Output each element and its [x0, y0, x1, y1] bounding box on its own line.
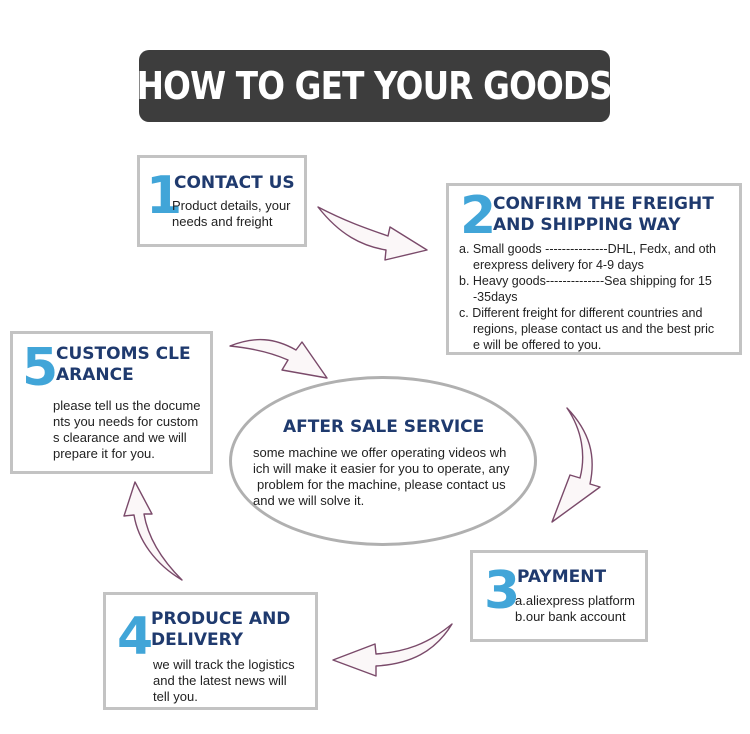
- step-text-line: a.aliexpress platform: [515, 593, 635, 608]
- step-number: 3: [484, 561, 521, 621]
- step-produce-delivery: 4 PRODUCE AND DELIVERY we will track the…: [103, 592, 318, 710]
- step-title-line: ARANCE: [56, 365, 134, 385]
- page-title: HOW TO GET YOUR GOODS: [136, 64, 613, 108]
- step-text-line: tell you.: [153, 689, 198, 704]
- step-text-line: e will be offered to you.: [473, 338, 602, 352]
- step-text-line: please tell us the docume: [53, 398, 201, 413]
- step-text-line: we will track the logistics: [153, 657, 295, 672]
- after-sale-text-line: problem for the machine, please contact …: [257, 477, 506, 492]
- step-number: 2: [460, 186, 497, 246]
- arrow-contact-to-freight: [317, 206, 428, 261]
- step-number: 5: [22, 338, 59, 398]
- step-number: 4: [117, 607, 154, 667]
- arrow-produce-to-customs: [123, 481, 183, 581]
- step-title-line: CONFIRM THE FREIGHT: [493, 194, 714, 214]
- step-title: PAYMENT: [517, 567, 607, 587]
- title-banner: HOW TO GET YOUR GOODS: [136, 50, 613, 122]
- step-title-line: DELIVERY: [151, 630, 244, 650]
- step-number: 1: [146, 166, 183, 226]
- step-text-line: regions, please contact us and the best …: [473, 322, 715, 336]
- step-title: CONTACT US: [174, 173, 295, 193]
- step-text-line: erexpress delivery for 4-9 days: [473, 258, 644, 272]
- step-text-line: b.our bank account: [515, 609, 626, 624]
- step-text-line: and the latest news will: [153, 673, 287, 688]
- step-title-line: CUSTOMS CLE: [56, 344, 191, 364]
- after-sale-title: AFTER SALE SERVICE: [283, 417, 485, 437]
- after-sale-text-line: ich will make it easier for you to opera…: [253, 461, 510, 476]
- arrow-freight-to-payment: [551, 407, 601, 523]
- arrow-customs-to-aftersale: [229, 338, 328, 379]
- step-contact-us: 1 CONTACT US Product details, your needs…: [137, 155, 307, 247]
- after-sale-text-line: some machine we offer operating videos w…: [253, 445, 507, 460]
- step-title-line: AND SHIPPING WAY: [493, 215, 681, 235]
- step-text-line: prepare it for you.: [53, 446, 155, 461]
- step-text-line: s clearance and we will: [53, 430, 187, 445]
- step-text-line: b. Heavy goods--------------Sea shipping…: [459, 274, 712, 288]
- step-text-line: -35days: [473, 290, 518, 304]
- step-text-line: nts you needs for custom: [53, 414, 199, 429]
- step-title-line: PRODUCE AND: [151, 609, 291, 629]
- step-text-line: a. Small goods ---------------DHL, Fedx,…: [459, 242, 716, 256]
- step-customs-clearance: 5 CUSTOMS CLE ARANCE please tell us the …: [10, 331, 213, 474]
- step-text-line: Product details, your: [172, 198, 291, 213]
- step-text-line: c. Different freight for different count…: [459, 306, 703, 320]
- arrow-payment-to-produce: [332, 623, 453, 677]
- after-sale-text-line: and we will solve it.: [253, 493, 365, 508]
- step-payment: 3 PAYMENT a.aliexpress platform b.our ba…: [470, 550, 648, 642]
- step-text-line: needs and freight: [172, 214, 273, 229]
- step-confirm-freight: 2 CONFIRM THE FREIGHT AND SHIPPING WAY a…: [446, 183, 742, 355]
- after-sale-oval: [229, 376, 537, 546]
